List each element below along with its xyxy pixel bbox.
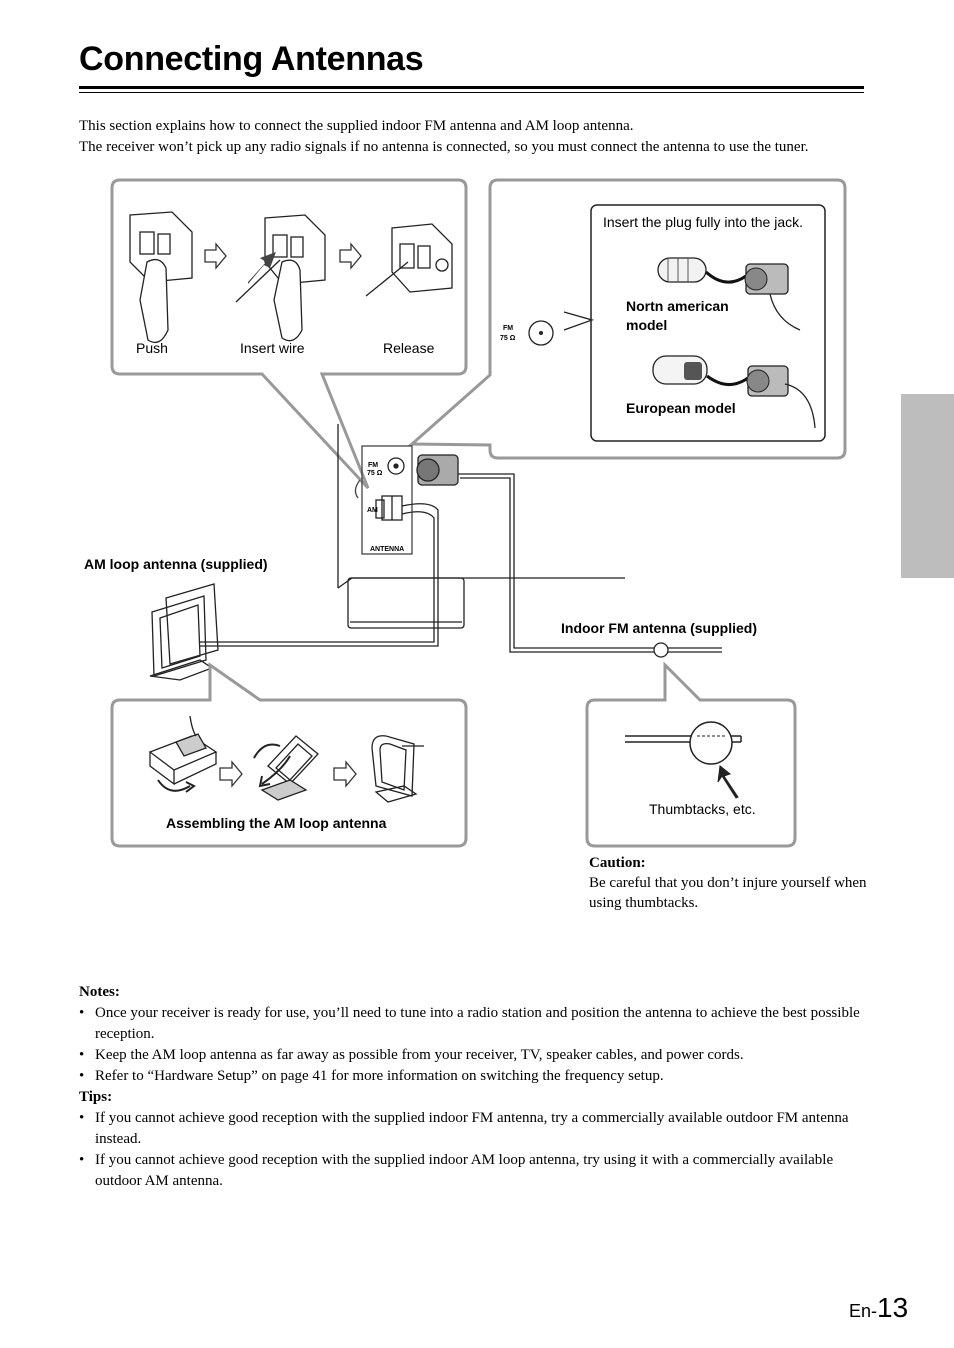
fm-cable — [416, 454, 722, 658]
notes-list: Once your receiver is ready for use, you… — [79, 1003, 869, 1087]
assembling-label: Assembling the AM loop antenna — [166, 815, 387, 831]
am-label-panel: AM — [367, 507, 378, 514]
title-rule-thin — [79, 92, 864, 93]
caution-block: Caution: Be careful that you don’t injur… — [589, 853, 869, 913]
plug-instruction: Insert the plug fully into the jack. — [603, 214, 803, 230]
caution-text: Be careful that you don’t injure yoursel… — [589, 875, 867, 911]
arrow-icon — [333, 760, 357, 788]
page-number: En-13 — [849, 1292, 908, 1324]
tip-item: If you cannot achieve good reception wit… — [79, 1108, 869, 1150]
page-prefix: En- — [849, 1301, 878, 1321]
arrow-icon — [204, 242, 227, 270]
am-loop-antenna — [149, 503, 439, 681]
step-release-label: Release — [383, 340, 435, 356]
note-item: Keep the AM loop antenna as far away as … — [79, 1045, 869, 1066]
notes-heading: Notes: — [79, 984, 120, 1000]
fm-label-panel: FM — [368, 462, 378, 469]
eu-model-label: European model — [626, 400, 736, 416]
title-rule — [79, 86, 864, 89]
step-push-label: Push — [136, 340, 168, 356]
release-illustration — [365, 223, 453, 297]
insert-wire-illustration — [235, 214, 326, 342]
page-title: Connecting Antennas — [79, 40, 424, 78]
assembly-illustration — [148, 715, 424, 803]
arrow-icon — [339, 242, 362, 270]
fm-ohm-panel: 75 Ω — [367, 470, 383, 477]
na-model-line1: Nortn american — [626, 298, 729, 314]
intro-line-1: This section explains how to connect the… — [79, 118, 634, 134]
fm-label-small: FM — [503, 325, 513, 332]
thumbtacks-callout: Thumbtacks, etc. — [585, 661, 797, 848]
arrow-icon — [219, 760, 243, 788]
fm-plug-callout: Insert the plug fully into the jack. FM … — [408, 178, 847, 460]
tips-heading: Tips: — [79, 1089, 113, 1105]
na-plug-illustration — [657, 257, 801, 331]
fm-ohm-small: 75 Ω — [500, 335, 516, 342]
terminal-steps-callout: Push Insert wire Release — [110, 178, 468, 490]
intro-line-2: The receiver won’t pick up any radio sig… — [79, 139, 809, 155]
step-insert-wire-label: Insert wire — [240, 340, 305, 356]
receiver-rear-panel — [337, 424, 625, 629]
indoor-fm-label: Indoor FM antenna (supplied) — [561, 620, 757, 636]
am-loop-label: AM loop antenna (supplied) — [84, 556, 268, 572]
thumbtacks-label: Thumbtacks, etc. — [649, 801, 756, 817]
note-item: Refer to “Hardware Setup” on page 41 for… — [79, 1066, 869, 1087]
eu-plug-illustration — [652, 355, 816, 429]
note-item: Once your receiver is ready for use, you… — [79, 1003, 869, 1045]
antenna-connection-diagram: Push Insert wire Release Insert the plug… — [84, 178, 847, 848]
section-tab — [901, 394, 954, 578]
assembling-callout: Assembling the AM loop antenna — [110, 662, 468, 848]
tip-item: If you cannot achieve good reception wit… — [79, 1150, 869, 1192]
notes-section: Notes: Once your receiver is ready for u… — [79, 982, 869, 1192]
push-illustration — [129, 211, 193, 344]
tips-list: If you cannot achieve good reception wit… — [79, 1108, 869, 1192]
intro-text: This section explains how to connect the… — [79, 116, 879, 158]
antenna-label-panel: ANTENNA — [370, 546, 404, 553]
na-model-line2: model — [626, 317, 667, 333]
page-number-value: 13 — [877, 1292, 909, 1323]
caution-heading: Caution: — [589, 855, 646, 871]
